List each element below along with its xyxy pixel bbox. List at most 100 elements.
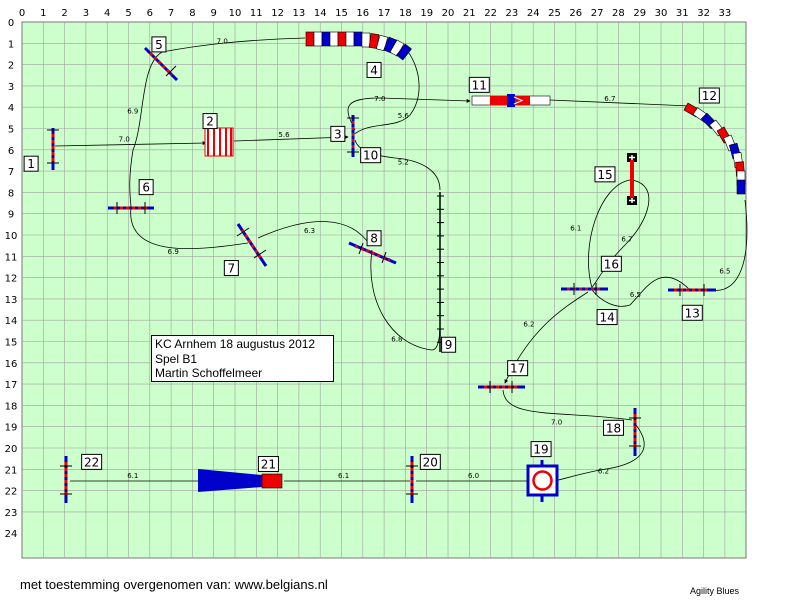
distance-label: 5.6 — [278, 131, 290, 139]
axis-tick-label: 4 — [104, 8, 110, 19]
footer-credit: met toestemming overgenomen van: www.bel… — [20, 577, 328, 592]
distance-label: 6.1 — [338, 472, 349, 480]
axis-tick-label: 6 — [147, 8, 153, 19]
axis-tick-label: 26 — [569, 8, 582, 19]
weave-poles-9 — [437, 192, 444, 352]
axis-tick-label: 15 — [5, 338, 18, 349]
info-class: Spel B1 — [155, 351, 198, 366]
axis-tick-label: 29 — [633, 8, 646, 19]
path-2-3 — [233, 135, 349, 142]
svg-text:15: 15 — [597, 168, 612, 182]
axis-tick-label: 9 — [8, 210, 14, 221]
axis-tick-label: 23 — [5, 508, 18, 519]
obstacle-number-12: 12 — [698, 87, 720, 104]
collapsed-tunnel-21 — [198, 469, 283, 492]
axis-tick-label: 13 — [5, 295, 18, 306]
axis-tick-label: 0 — [19, 8, 25, 19]
axis-tick-label: 24 — [527, 8, 540, 19]
info-event: KC Arnhem 18 augustus 2012 — [155, 337, 316, 351]
distance-label: 6.0 — [468, 472, 479, 480]
path-3-4 — [351, 47, 420, 137]
distance-label: 6.1 — [570, 225, 581, 233]
svg-text:8: 8 — [370, 232, 378, 246]
axis-tick-label: 14 — [314, 8, 327, 19]
distance-labels: 7.05.66.97.05.67.05.26.96.36.86.76.56.16… — [119, 37, 731, 480]
svg-text:13: 13 — [685, 306, 700, 320]
svg-text:16: 16 — [604, 257, 619, 271]
axis-tick-label: 21 — [463, 8, 476, 19]
distance-label: 7.0 — [119, 135, 130, 143]
obstacle-number-21: 21 — [257, 456, 279, 473]
obstacle-number-6: 6 — [138, 179, 154, 196]
axis-tick-label: 16 — [5, 359, 18, 370]
path-5-6 — [129, 51, 163, 208]
svg-text:2: 2 — [206, 115, 214, 129]
axis-tick-label: 19 — [420, 8, 433, 19]
axis-tick-label: 24 — [5, 529, 18, 540]
jump-17 — [478, 381, 525, 393]
obstacle-number-15: 15 — [594, 166, 616, 183]
path-7-8 — [257, 221, 371, 246]
axis-tick-label: 8 — [189, 8, 195, 19]
tunnel-12 — [683, 102, 746, 195]
axis-tick-label: 15 — [335, 8, 348, 19]
svg-text:18: 18 — [606, 421, 621, 435]
distance-label: 6.9 — [127, 108, 138, 116]
path-11-12 — [549, 99, 691, 107]
axis-tick-label: 23 — [506, 8, 519, 19]
svg-text:14: 14 — [599, 311, 614, 325]
obstacle-number-7: 7 — [223, 260, 239, 277]
distance-label: 6.2 — [598, 468, 609, 476]
axis-tick-label: 12 — [271, 8, 284, 19]
obstacle-number-8: 8 — [366, 230, 382, 247]
axis-tick-label: 5 — [8, 125, 14, 136]
jump-1 — [47, 128, 59, 170]
axis-tick-label: 11 — [5, 252, 18, 263]
obstacle-number-10: 10 — [360, 147, 382, 164]
svg-text:20: 20 — [423, 455, 438, 469]
distance-label: 6.9 — [168, 248, 179, 256]
axis-tick-label: 3 — [8, 82, 14, 93]
axis-tick-label: 7 — [8, 167, 14, 178]
axis-tick-label: 19 — [5, 423, 18, 434]
tunnel-4 — [305, 31, 412, 61]
jump-20 — [406, 456, 418, 503]
path-12-13 — [709, 199, 748, 291]
jump-18 — [629, 408, 641, 456]
distance-label: 6.1 — [127, 472, 138, 480]
svg-text:19: 19 — [533, 443, 548, 457]
axis-tick-label: 18 — [5, 401, 18, 412]
distance-label: 5.2 — [398, 159, 409, 167]
obstacle-number-3: 3 — [330, 125, 346, 142]
svg-text:21: 21 — [261, 458, 276, 472]
jump-8 — [348, 241, 397, 265]
axis-tick-label: 17 — [378, 8, 391, 19]
obstacle-number-17: 17 — [507, 360, 529, 377]
svg-text:9: 9 — [445, 338, 453, 352]
distance-label: 6.5 — [630, 291, 641, 299]
obstacle-number-9: 9 — [441, 336, 457, 353]
axis-tick-label: 1 — [40, 8, 46, 19]
jump-6 — [108, 202, 154, 214]
axis-tick-label: 4 — [8, 103, 14, 114]
table-11 — [471, 94, 551, 107]
svg-text:12: 12 — [702, 89, 717, 103]
axis-tick-label: 11 — [250, 8, 263, 19]
axis-tick-label: 25 — [548, 8, 561, 19]
axis-tick-label: 1 — [8, 39, 14, 50]
obstacle-number-16: 16 — [600, 255, 622, 272]
distance-label: 7.0 — [374, 95, 385, 103]
obstacle-number-14: 14 — [596, 309, 618, 326]
distance-label: 6.3 — [304, 227, 315, 235]
axis-tick-label: 32 — [697, 8, 710, 19]
distance-label: 6.2 — [523, 321, 534, 329]
path-14-15 — [588, 179, 631, 289]
path-15-16 — [589, 179, 650, 291]
axis-tick-label: 27 — [591, 8, 604, 19]
axis-tick-label: 30 — [655, 8, 668, 19]
obstacle-number-22: 22 — [81, 453, 103, 470]
jump-13 — [668, 284, 716, 296]
axis-tick-label: 20 — [442, 8, 455, 19]
